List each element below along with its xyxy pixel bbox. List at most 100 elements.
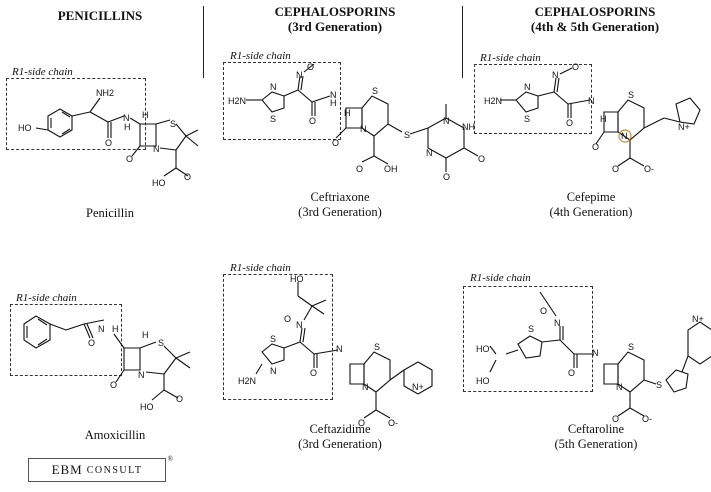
side-chain-box bbox=[463, 286, 593, 392]
side-chain-label: R1-side chain bbox=[12, 66, 73, 78]
atom-label: N bbox=[554, 318, 561, 328]
atom-label: H bbox=[112, 324, 119, 334]
atom-label: O- bbox=[642, 414, 652, 424]
atom-label: H bbox=[600, 114, 607, 124]
atom-label: O bbox=[110, 380, 117, 390]
atom-label: N bbox=[296, 320, 303, 330]
atom-label: NH bbox=[462, 122, 475, 132]
atom-label: S bbox=[170, 119, 176, 129]
atom-label: HO bbox=[152, 178, 166, 188]
atom-label: O bbox=[478, 154, 485, 164]
atom-label: OH bbox=[384, 164, 398, 174]
atom-label: O bbox=[566, 118, 573, 128]
atom-label: O- bbox=[644, 164, 654, 174]
atom-label: H bbox=[142, 330, 149, 340]
atom-label: HO bbox=[290, 274, 304, 284]
atom-label: H2N bbox=[228, 96, 246, 106]
side-chain-box bbox=[223, 62, 341, 140]
atom-label: H2N bbox=[484, 96, 502, 106]
molecule-name: Amoxicillin bbox=[84, 428, 146, 442]
header-title: CEPHALOSPORINS bbox=[274, 4, 396, 19]
atom-label: N bbox=[330, 90, 337, 100]
atom-label: N bbox=[443, 116, 450, 126]
atom-label: O bbox=[126, 154, 133, 164]
ebm-consult-logo: EBM CONSULT ® bbox=[28, 455, 173, 482]
atom-label: O- bbox=[388, 418, 398, 428]
atom-label: N bbox=[138, 370, 145, 380]
molecule-name: Ceftaroline bbox=[567, 422, 625, 436]
atom-label: HO bbox=[476, 376, 490, 386]
side-chain-box bbox=[223, 274, 333, 400]
side-chain-box bbox=[474, 64, 592, 134]
caption-amoxicillin: Amoxicillin bbox=[60, 428, 170, 443]
atom-label: N bbox=[296, 70, 303, 80]
molecule-generation: (3rd Generation) bbox=[298, 437, 382, 451]
atom-label: O bbox=[332, 138, 339, 148]
atom-label: O bbox=[443, 172, 450, 182]
side-chain-label: R1-side chain bbox=[16, 292, 77, 304]
atom-label: N bbox=[592, 348, 599, 358]
atom-label: HO bbox=[140, 402, 154, 412]
atom-label: O bbox=[572, 62, 579, 72]
atom-label: S bbox=[158, 338, 164, 348]
atom-label: S bbox=[524, 114, 530, 124]
atom-label: N+ bbox=[412, 382, 424, 392]
column-divider bbox=[203, 6, 204, 78]
atom-label: H2N bbox=[238, 376, 256, 386]
atom-label: H bbox=[124, 122, 131, 132]
atom-label: S bbox=[404, 130, 410, 140]
atom-label: N bbox=[524, 82, 531, 92]
atom-label: O bbox=[184, 172, 191, 182]
atom-label: S bbox=[628, 342, 634, 352]
atom-label: N bbox=[98, 324, 105, 334]
atom-label: O bbox=[105, 138, 112, 148]
atom-label: N bbox=[426, 148, 433, 158]
atom-label: H bbox=[142, 110, 149, 120]
logo-main: EBM bbox=[51, 462, 83, 477]
atom-label: O bbox=[612, 164, 619, 174]
molecule-name: Ceftazidime bbox=[309, 422, 371, 436]
atom-label: S bbox=[372, 86, 378, 96]
atom-label: S bbox=[528, 324, 534, 334]
atom-label: S bbox=[374, 342, 380, 352]
atom-label: N bbox=[362, 382, 369, 392]
atom-label: N bbox=[270, 366, 277, 376]
header-title: CEPHALOSPORINS bbox=[534, 4, 656, 19]
molecule-generation: (5th Generation) bbox=[554, 437, 638, 451]
atom-label: O bbox=[540, 306, 547, 316]
atom-label: N bbox=[270, 82, 277, 92]
caption-cefepime: Cefepime (4th Generation) bbox=[536, 190, 646, 220]
atom-label: H bbox=[344, 108, 351, 118]
atom-label: O bbox=[307, 62, 314, 72]
logo-sub: CONSULT bbox=[86, 464, 143, 476]
atom-label: O bbox=[568, 368, 575, 378]
atom-label: N+ bbox=[692, 314, 704, 324]
atom-label: NH2 bbox=[96, 88, 114, 98]
atom-label: N bbox=[153, 144, 160, 154]
atom-label: O bbox=[310, 368, 317, 378]
atom-label: S bbox=[656, 380, 662, 390]
molecule-generation: (4th Generation) bbox=[549, 205, 633, 219]
atom-label: N bbox=[552, 70, 559, 80]
atom-label: N bbox=[360, 124, 367, 134]
atom-label: O bbox=[356, 164, 363, 174]
header-penicillins: PENICILLINS bbox=[57, 8, 143, 23]
header-cephalosporins-4th-5th: CEPHALOSPORINS (4th & 5th Generation) bbox=[505, 4, 685, 34]
caption-ceftazidime: Ceftazidime (3rd Generation) bbox=[280, 422, 400, 452]
molecule-name: Ceftriaxone bbox=[310, 190, 370, 204]
atom-label: S bbox=[628, 90, 634, 100]
caption-ceftaroline: Ceftaroline (5th Generation) bbox=[536, 422, 656, 452]
atom-label: N bbox=[123, 113, 130, 123]
side-chain-label: R1-side chain bbox=[470, 272, 531, 284]
atom-label: O bbox=[284, 314, 291, 324]
atom-label: O bbox=[592, 142, 599, 152]
atom-label: O bbox=[309, 116, 316, 126]
atom-label: O bbox=[612, 414, 619, 424]
column-divider bbox=[462, 6, 463, 78]
header-subtitle: (4th & 5th Generation) bbox=[530, 19, 660, 34]
